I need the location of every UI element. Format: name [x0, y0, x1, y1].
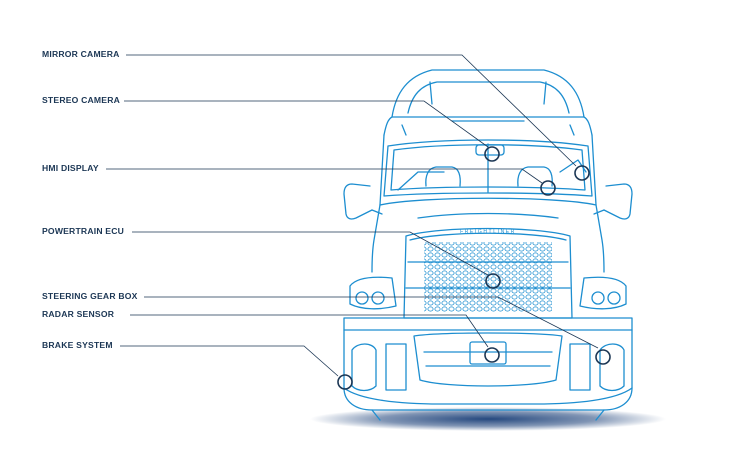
hmi-display-label: HMI DISPLAY: [42, 163, 99, 173]
leader-lines: [106, 54, 599, 377]
brake-system-label: BRAKE SYSTEM: [42, 340, 113, 350]
powertrain-ecu-marker: [485, 273, 501, 289]
stereo-camera-marker: [484, 146, 500, 162]
mirror-camera-label: MIRROR CAMERA: [42, 49, 120, 59]
leader-powertrain-ecu: [132, 231, 489, 276]
powertrain-ecu-label: POWERTRAIN ECU: [42, 226, 125, 236]
leader-stereo-camera: [124, 100, 489, 148]
mirror-camera-marker: [574, 165, 590, 181]
leader-brake-system: [120, 345, 339, 377]
radar-sensor-label: RADAR SENSOR: [42, 309, 115, 319]
radar-sensor-marker: [484, 347, 500, 363]
leader-steering-gear-box: [144, 296, 599, 349]
truck-outline: [343, 69, 633, 421]
leader-mirror-camera: [126, 54, 577, 167]
hmi-display-marker: [540, 180, 556, 196]
leader-hmi-display: [106, 168, 543, 184]
steering-gear-box-label: STEERING GEAR BOX: [42, 291, 138, 301]
ground-shadow: [310, 407, 666, 431]
grille-brand-text: FREIGHTLINER: [460, 229, 516, 235]
leader-radar-sensor: [130, 314, 489, 348]
steering-gear-box-marker: [595, 349, 611, 365]
stereo-camera-label: STEREO CAMERA: [42, 95, 121, 105]
brake-system-marker: [337, 374, 353, 390]
